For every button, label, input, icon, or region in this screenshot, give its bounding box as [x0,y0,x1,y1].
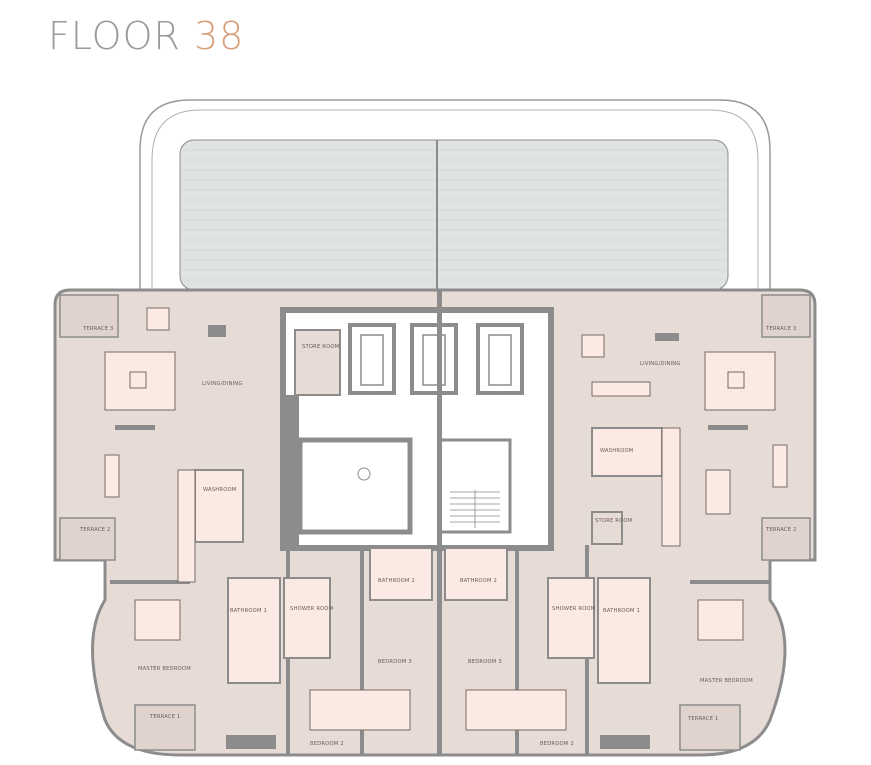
label-left-bedroom2: BEDROOM 2 [310,741,344,747]
label-left-shower: SHOWER ROOM [290,606,333,612]
upper-terrace-outline [139,99,771,290]
kitchen-right [661,427,681,547]
terrace-1-left [134,704,196,751]
label-left-washroom: WASHROOM [203,487,236,493]
piano-right [591,381,651,397]
terrace-2-right [761,517,811,561]
label-left-living: LIVING/DINING [202,381,243,387]
label-right-bath2: BATHROOM 2 [460,578,497,584]
label-left-master: MASTER BEDROOM [138,666,191,672]
stair [438,438,512,534]
service-block [297,437,413,535]
label-right-washroom: WASHROOM [600,448,633,454]
core-wall-left [283,395,299,545]
terrace-3-right [761,294,811,338]
label-right-store: STORE ROOM [595,518,632,524]
terrace-table-left [146,307,170,331]
label-right-bedroom2: BEDROOM 2 [540,741,574,747]
lift-1 [348,323,396,395]
upper-glazed-void [179,139,729,291]
label-left-terrace-2: TERRACE 2 [79,527,111,533]
shower-left [283,577,331,659]
label-left-bath1: BATHROOM 1 [230,608,267,614]
label-left-bath2: BATHROOM 2 [378,578,415,584]
bath2-left [369,547,433,601]
terrace-table-right-upper [581,334,605,358]
kitchen-left [177,469,196,583]
lift-3 [476,323,524,395]
floor-number: 38 [194,14,245,58]
label-left-store: STORE ROOM [302,344,339,350]
bath1-right [597,577,651,684]
dining-table-right [772,444,788,488]
label-right-bedroom3: BEDROOM 3 [468,659,502,665]
label-left-bedroom3: BEDROOM 3 [378,659,412,665]
store-left [294,329,341,396]
label-left-terrace-3: TERRACE 3 [82,326,114,332]
label-right-terrace-2: TERRACE 2 [765,527,797,533]
washroom-right [591,427,663,477]
label-right-shower: SHOWER ROOM [552,606,595,612]
floor-title: FLOOR 38 [48,14,244,58]
sofa-right [704,351,776,411]
shower-right [547,577,595,659]
terrace-2-left [59,517,116,561]
label-left-terrace-1: TERRACE 1 [149,714,181,720]
terrace-3-left [59,294,119,338]
bed2-right [465,689,567,731]
island-right [705,469,731,515]
label-right-terrace-1: TERRACE 1 [687,716,719,722]
terrace-1-right [679,704,741,751]
bed2-left [309,689,411,731]
label-right-bath1: BATHROOM 1 [603,608,640,614]
lift-2 [410,323,458,395]
label-right-master: MASTER BEDROOM [700,678,753,684]
void-hatch [180,149,728,281]
bath2-right [444,547,508,601]
bath1-left [227,577,281,684]
bed-master-right [697,599,744,641]
bed-master-left [134,599,181,641]
floor-title-prefix: FLOOR [48,14,181,58]
label-right-living: LIVING/DINING [640,361,681,367]
sofa-left [104,351,176,411]
upper-terrace-inner [151,109,759,290]
washroom-left [194,469,244,543]
store-right [591,511,623,545]
label-right-terrace-3: TERRACE 3 [765,326,797,332]
dining-table-left [104,454,120,498]
